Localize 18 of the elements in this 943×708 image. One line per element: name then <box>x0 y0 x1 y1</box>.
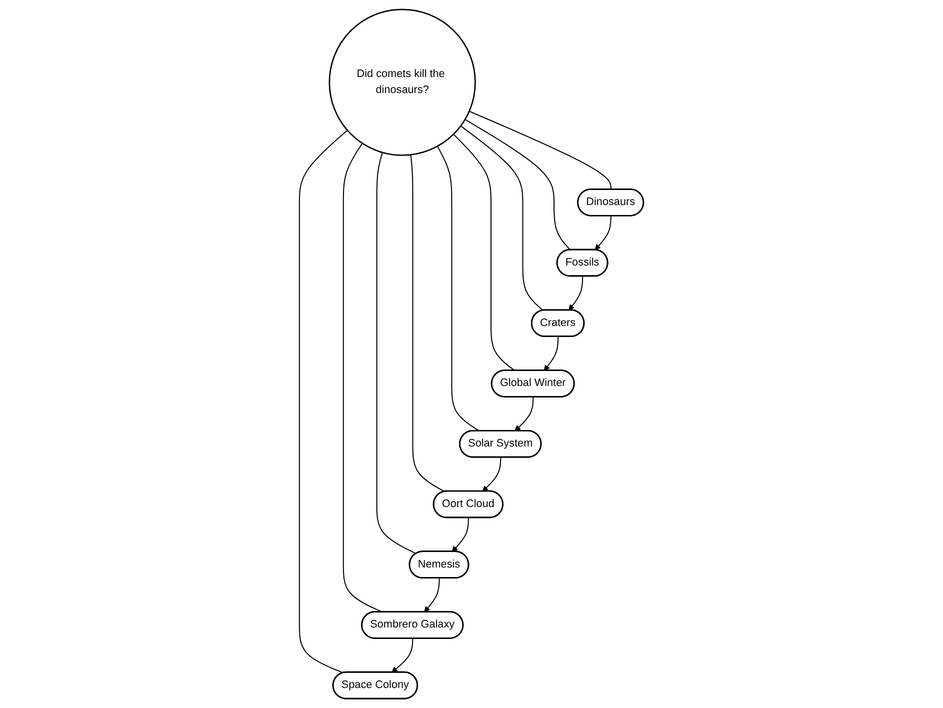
arrow <box>594 216 612 250</box>
arrow <box>392 638 414 673</box>
connector <box>410 154 445 492</box>
node-circle: Did comets kill the dinosaurs? <box>328 8 476 156</box>
arrow <box>544 336 559 371</box>
connector <box>437 146 480 432</box>
connector <box>464 119 571 250</box>
connector <box>342 143 383 613</box>
connector <box>460 126 544 311</box>
arrow <box>568 276 584 311</box>
arrow <box>482 457 502 492</box>
connector <box>299 130 348 674</box>
connector <box>376 152 416 554</box>
arrow <box>514 397 534 432</box>
arrow <box>424 578 440 612</box>
connector <box>453 134 516 372</box>
arrow <box>452 518 470 552</box>
connector <box>469 110 612 190</box>
